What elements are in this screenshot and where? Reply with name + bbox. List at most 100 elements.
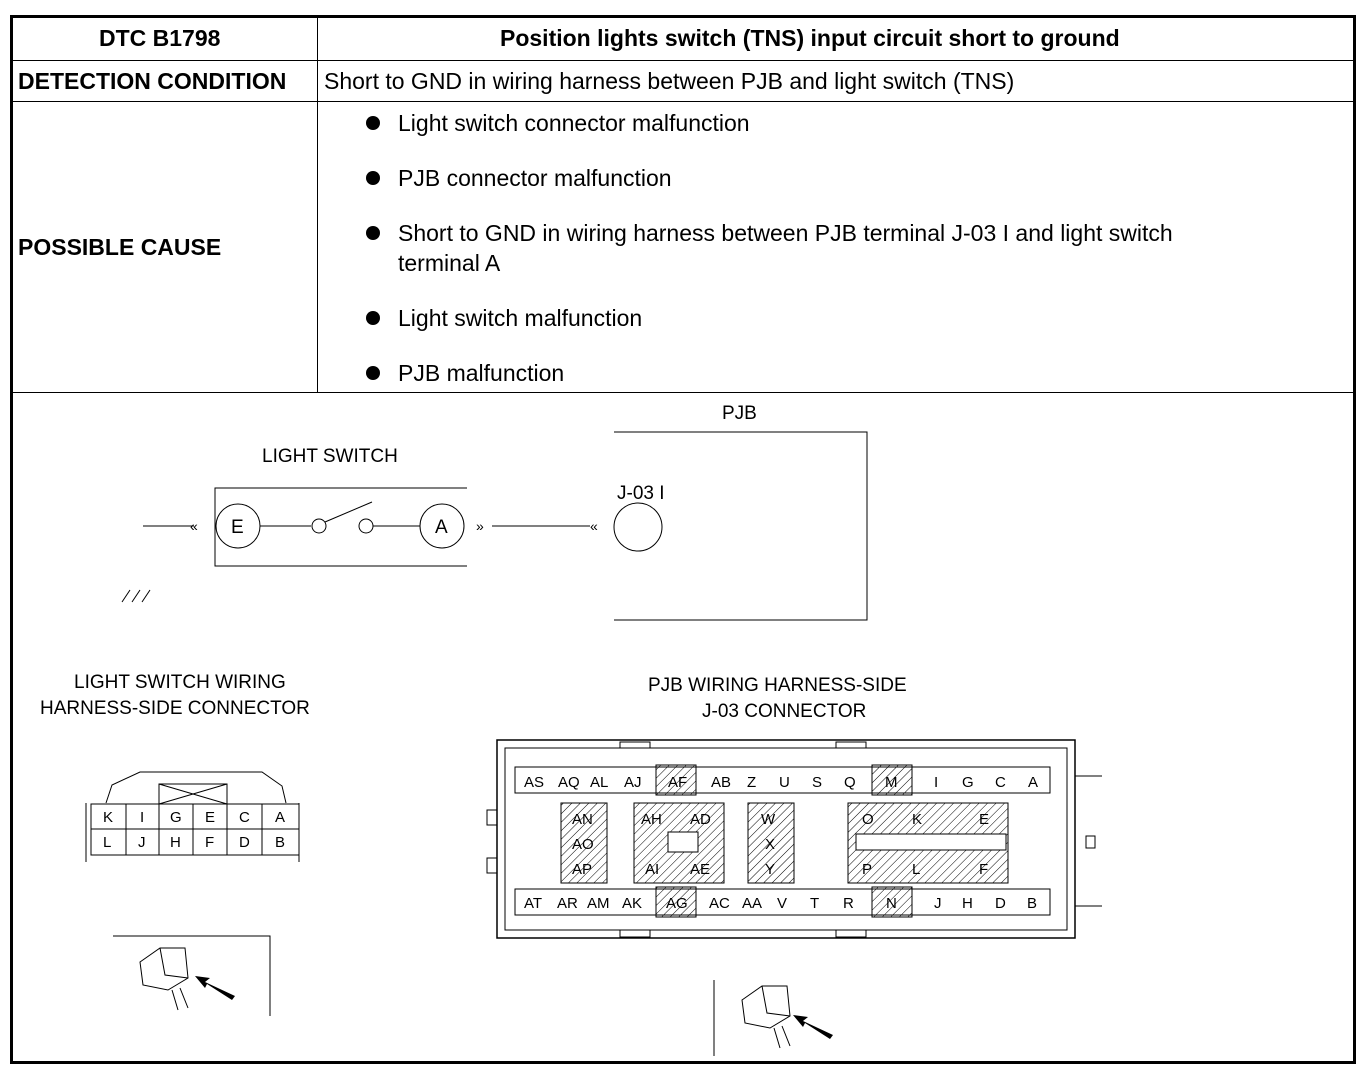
ls-pin: J [138, 834, 146, 851]
pjb-pin: AO [572, 836, 594, 853]
arrow-icon [793, 1015, 833, 1039]
terminal-a-label: A [435, 517, 448, 538]
pjb-pin: AG [666, 895, 688, 912]
pjb-bottom-row-pins: AT AR AM AK AG AC AA V T R N J H D B [524, 895, 1037, 912]
pjb-pin: AA [742, 895, 762, 912]
pjb-pin: AC [709, 895, 730, 912]
pjb-pin: Q [844, 774, 856, 791]
bullet-icon [366, 171, 380, 185]
ground-symbol-icon [141, 589, 151, 603]
pjb-label: PJB [722, 403, 757, 424]
bullet-icon [366, 116, 380, 130]
pjb-pin: AF [668, 774, 687, 791]
pjb-pin: T [810, 895, 819, 912]
ground-symbol-icon [131, 589, 141, 603]
ls-connector-title-line2: HARNESS-SIDE CONNECTOR [40, 698, 310, 719]
pjb-pin: R [843, 895, 854, 912]
switch-contact [311, 518, 327, 534]
pjb-pin: C [995, 774, 1006, 791]
pjb-pin: L [912, 861, 920, 878]
pjb-pin: AK [622, 895, 642, 912]
pjb-pin: AR [557, 895, 578, 912]
pjb-pin: AB [711, 774, 731, 791]
dtc-title: Position lights switch (TNS) input circu… [500, 25, 1120, 51]
pjb-pin: D [995, 895, 1006, 912]
light-switch-box [214, 487, 467, 567]
pjb-pin: N [886, 895, 897, 912]
arrow-icon [195, 976, 235, 1000]
ls-pin: B [275, 834, 285, 851]
pjb-terminal-label: J-03 I [617, 483, 665, 504]
ls-pin: D [239, 834, 250, 851]
pjb-j03-connector [486, 739, 1102, 939]
ls-pin: G [170, 809, 182, 826]
ls-pin-labels: K I G E C A L J H F D B [103, 809, 285, 851]
ls-pin: K [103, 809, 113, 826]
ls-pin: L [103, 834, 111, 851]
pjb-pin: AL [590, 774, 608, 791]
pjb-pin: AN [572, 811, 593, 828]
switch-blade [324, 501, 373, 523]
ls-pin: A [275, 809, 285, 826]
pjb-pin: AH [641, 811, 662, 828]
pjb-pin: F [979, 861, 988, 878]
connector-view-icon [713, 980, 833, 1056]
pjb-pin: A [1028, 774, 1038, 791]
connector-view-icon [113, 935, 271, 1016]
document-frame [10, 15, 1356, 1064]
detection-condition-label: DETECTION CONDITION [18, 68, 287, 94]
pjb-pin: H [962, 895, 973, 912]
pjb-top-row-pins: AS AQ AL AJ AF AB Z U S Q M I G C A [524, 774, 1038, 791]
pjb-pin: K [912, 811, 922, 828]
pjb-pin: M [885, 774, 898, 791]
cause-item: PJB connector malfunction [398, 165, 672, 191]
pjb-pin: AD [690, 811, 711, 828]
dtc-code: DTC B1798 [99, 25, 221, 51]
ground-symbol-icon [121, 589, 131, 603]
light-switch-label: LIGHT SWITCH [262, 446, 398, 467]
connector-chevron-icon: « [590, 518, 598, 534]
pjb-pin: G [962, 774, 974, 791]
pjb-pin: X [765, 836, 775, 853]
connector-chevron-icon: « [190, 518, 198, 534]
pjb-pin: AJ [624, 774, 642, 791]
detection-condition-value: Short to GND in wiring harness between P… [324, 68, 1015, 94]
table-divider [10, 60, 1356, 61]
pjb-pin: Y [765, 861, 775, 878]
pjb-connector-title-line1: PJB WIRING HARNESS-SIDE [648, 675, 907, 696]
pjb-pin: AM [587, 895, 610, 912]
pjb-connector-title-line2: J-03 CONNECTOR [702, 701, 866, 722]
ls-pin: H [170, 834, 181, 851]
pjb-pin: E [979, 811, 989, 828]
pjb-pin: I [934, 774, 938, 791]
pjb-pin: Z [747, 774, 756, 791]
terminal-a [419, 503, 465, 549]
pjb-pin: AT [524, 895, 542, 912]
pjb-box [614, 431, 868, 621]
table-divider [10, 101, 1356, 102]
pjb-pin: AQ [558, 774, 580, 791]
pjb-pin: AI [645, 861, 659, 878]
table-column-divider [317, 15, 318, 393]
cause-item: Light switch connector malfunction [398, 110, 750, 136]
pjb-terminal [613, 502, 663, 552]
ls-pin: C [239, 809, 250, 826]
bullet-icon [366, 311, 380, 325]
ls-pin: E [205, 809, 215, 826]
ls-connector-title-line1: LIGHT SWITCH WIRING [74, 672, 286, 693]
pjb-pin: S [812, 774, 822, 791]
pjb-pin: AE [690, 861, 710, 878]
pjb-pin: P [862, 861, 872, 878]
pjb-pin: AS [524, 774, 544, 791]
connector-chevron-icon: » [476, 518, 484, 534]
cause-item: Short to GND in wiring harness between P… [398, 220, 1173, 276]
cause-item: PJB malfunction [398, 360, 565, 386]
table-divider [10, 392, 1356, 393]
cause-item: Light switch malfunction [398, 305, 643, 331]
bullet-icon [366, 226, 380, 240]
pjb-pin: AP [572, 861, 592, 878]
pjb-pin: V [777, 895, 787, 912]
bullet-icon [366, 366, 380, 380]
ls-pin: F [205, 834, 214, 851]
